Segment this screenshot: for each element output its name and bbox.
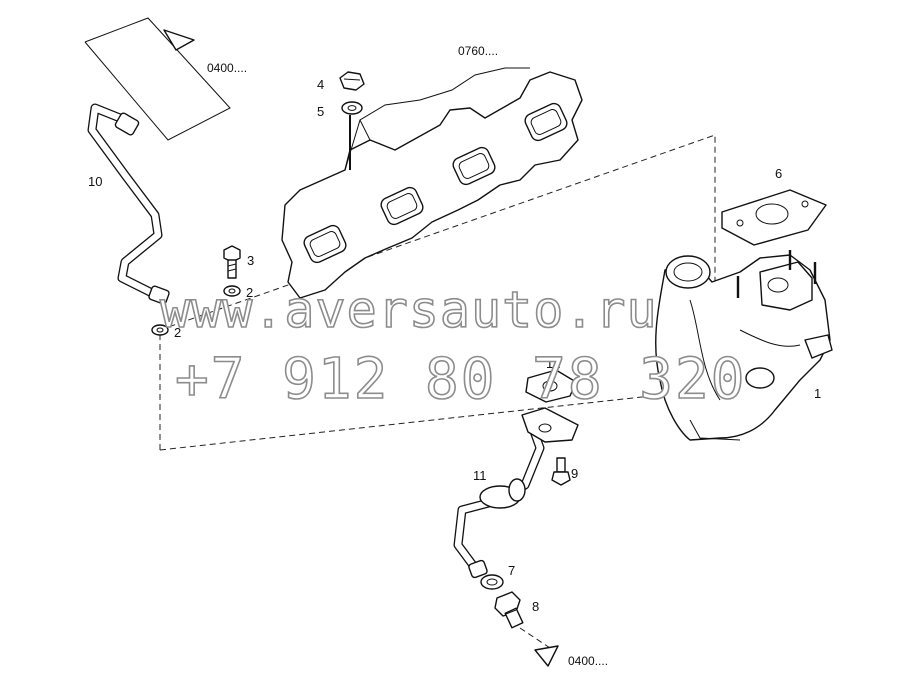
dashed-assembly-lines: [159, 134, 716, 451]
washer-5: [341, 101, 363, 115]
callout-4: 4: [317, 77, 324, 92]
watermark-phone: +7 912 80 78 320: [175, 347, 746, 412]
callout-2-right: 2: [246, 285, 253, 300]
washer-7: [480, 574, 504, 590]
gasket-12: [525, 369, 577, 403]
callout-10: 10: [88, 174, 102, 189]
reference-arrow-top: [84, 17, 231, 141]
callout-9: 9: [571, 466, 578, 481]
bolt-9: [551, 457, 571, 486]
reference-arrow-bottom: [519, 627, 559, 667]
watermark-website: www.aversauto.ru: [160, 281, 658, 339]
washer-2-left: [151, 324, 169, 336]
callout-1: 1: [814, 386, 821, 401]
callout-7: 7: [508, 563, 515, 578]
gasket-6: [721, 189, 827, 246]
reference-label-top: 0400....: [207, 61, 247, 75]
callout-8: 8: [532, 599, 539, 614]
turbocharger-1: [655, 250, 833, 441]
callout-5: 5: [317, 104, 324, 119]
reference-label-bottom: 0400....: [568, 654, 608, 668]
oil-feed-pipe-10: [87, 103, 170, 305]
washer-2-right: [223, 285, 241, 297]
fitting-8: [494, 591, 524, 629]
nut-4: [339, 71, 365, 91]
reference-label-manifold: 0760....: [458, 44, 498, 58]
bolt-3: [223, 245, 241, 279]
oil-return-pipe-11: [453, 407, 579, 579]
callout-11: 11: [473, 468, 487, 483]
callout-3: 3: [247, 253, 254, 268]
callout-2-left: 2: [174, 325, 181, 340]
callout-6: 6: [775, 166, 782, 181]
callout-12: 12: [546, 356, 560, 371]
exhaust-manifold: [281, 67, 583, 299]
